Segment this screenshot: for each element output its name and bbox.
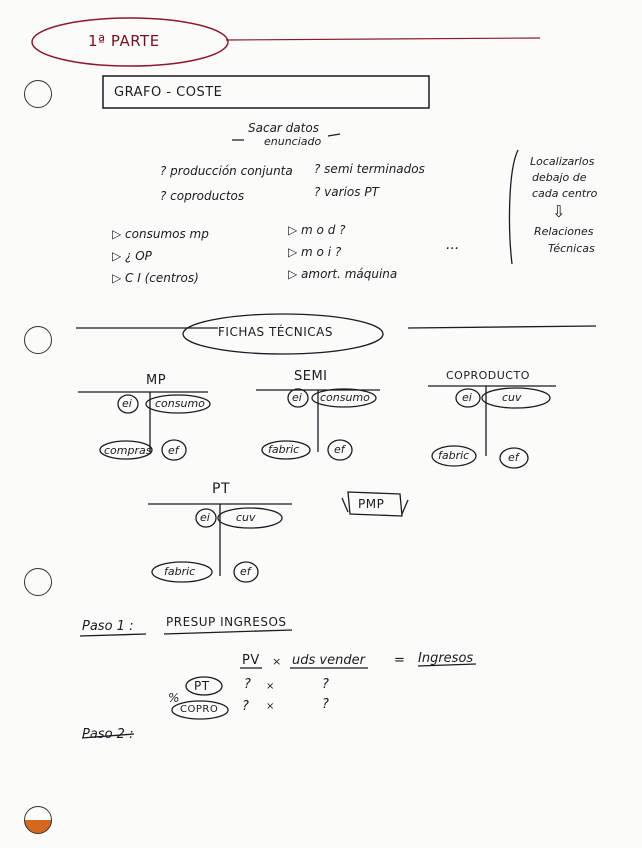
note-moi: ▷ m o i ? <box>288 246 341 258</box>
side-bracket <box>510 150 518 264</box>
side-note-3: cada centro <box>532 188 597 199</box>
header-line <box>226 38 540 40</box>
row2-pv-q: ? <box>242 700 249 713</box>
paso1-label: Paso 1 : <box>82 620 133 633</box>
row1-uds-q: ? <box>322 678 329 691</box>
ledger-semi-ei: ei <box>292 392 302 403</box>
note-consumo-mp: ▷ consumos mp <box>112 228 209 240</box>
ledger-pt-cuv: cuv <box>236 512 256 523</box>
note-dots: ... <box>446 238 459 252</box>
formula-pv: PV <box>242 654 260 667</box>
ledger-semi-fabric: fabric <box>268 444 299 455</box>
ledger-mp-consumo: consumo <box>155 398 205 409</box>
fichas-title: FICHAS TÉCNICAS <box>218 326 333 338</box>
formula-times: × <box>272 656 281 667</box>
formula-eq: = <box>394 654 405 667</box>
paso2-label: Paso 2 : <box>82 728 133 741</box>
title-box-text: GRAFO - COSTE <box>114 86 222 99</box>
ledger-mp-title: MP <box>146 374 166 387</box>
side-arrow-icon: ⇩ <box>552 204 565 220</box>
ledger-semi-ef: ef <box>334 444 345 455</box>
note-varios-pt: ? varios PT <box>314 186 379 198</box>
note-semi: ? semi terminados <box>314 163 425 175</box>
note-prod-conjunta: ? producción conjunta <box>160 165 293 177</box>
ledger-copro-cuv: cuv <box>502 392 522 403</box>
side-note-4: Relaciones <box>534 226 594 237</box>
ledger-mp-compras: compras <box>104 445 151 456</box>
ledger-mp-ei: ei <box>122 398 132 409</box>
note-mod: ▷ m o d ? <box>288 224 346 236</box>
note-coproductos: ? coproductos <box>160 190 244 202</box>
note-ci: ▷ C I (centros) <box>112 272 199 284</box>
note-amort: ▷ amort. máquina <box>288 268 397 280</box>
pmp-label: PMP <box>358 498 384 510</box>
ledger-pt-ei: ei <box>200 512 210 523</box>
ledger-copro-ef: ef <box>508 452 519 463</box>
side-note-2: debajo de <box>532 172 587 183</box>
row1-x: × <box>266 682 274 692</box>
ledger-copro-title: COPRODUCTO <box>446 370 530 381</box>
ledger-semi-consumo: consumo <box>320 392 370 403</box>
note-sacar-datos: Sacar datos <box>248 122 319 134</box>
ledger-copro-fabric: fabric <box>438 450 469 461</box>
side-note-1: Localizarlos <box>530 156 594 167</box>
row2-x: × <box>266 702 274 712</box>
header-text: 1ª PARTE <box>88 34 160 49</box>
row2-uds-q: ? <box>322 698 329 711</box>
row-pt: PT <box>194 680 210 692</box>
ledger-pt-title: PT <box>212 482 230 496</box>
side-note-5: Técnicas <box>548 243 595 254</box>
row1-pv-q: ? <box>244 678 251 691</box>
ledger-pt-fabric: fabric <box>164 566 195 577</box>
formula-ingresos: Ingresos <box>418 652 473 665</box>
row-pct: % <box>168 692 179 704</box>
note-enunciado: enunciado <box>264 136 321 147</box>
ledger-mp-ef: ef <box>168 445 179 456</box>
formula-uds: uds vender <box>292 654 365 667</box>
ledger-pt-ef: ef <box>240 566 251 577</box>
note-cop: ▷ ¿ OP <box>112 250 152 262</box>
ledger-semi-title: SEMI <box>294 370 328 383</box>
ledger-copro-ei: ei <box>462 392 472 403</box>
paso1-title: PRESUP INGRESOS <box>166 616 287 628</box>
row-copro: COPRO <box>180 705 218 715</box>
